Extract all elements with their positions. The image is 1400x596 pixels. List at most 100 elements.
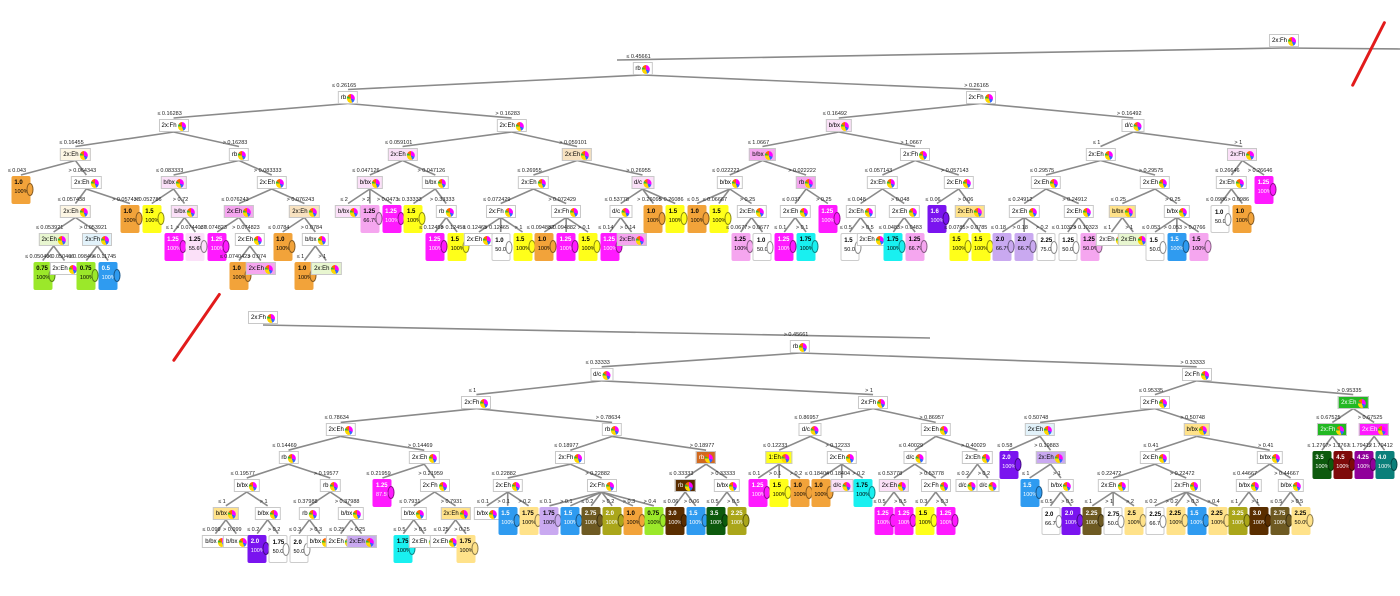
tree-node[interactable]: 2x:Fh bbox=[461, 395, 492, 409]
tree-node[interactable]: 2x:Fh bbox=[965, 90, 996, 104]
tree-node[interactable]: 2x:Eh bbox=[826, 451, 857, 465]
tree-node[interactable]: 2x:Fh bbox=[1181, 367, 1212, 381]
tree-node[interactable]: 2x:Eh bbox=[867, 176, 898, 189]
tree-node[interactable]: 2x:Eh bbox=[1085, 147, 1116, 161]
tree-node[interactable]: 2x:Fh bbox=[1227, 147, 1258, 161]
tree-node[interactable]: b/bx bbox=[473, 506, 500, 520]
tree-node[interactable]: 2x:Eh bbox=[223, 204, 255, 218]
tree-node[interactable]: rb bbox=[320, 479, 341, 492]
tree-node[interactable]: b/bx bbox=[749, 147, 776, 161]
tree-node[interactable]: 2x:Eh bbox=[429, 534, 461, 548]
tree-node[interactable]: d/c bbox=[976, 479, 1000, 492]
tree-node[interactable]: d/c bbox=[1121, 119, 1145, 132]
tree-node[interactable]: 2x:Eh bbox=[325, 423, 356, 437]
tree-node[interactable]: d/c bbox=[798, 423, 822, 437]
tree-node[interactable]: b/bx bbox=[334, 204, 362, 218]
tree-node[interactable]: 2x:Eh bbox=[440, 506, 471, 520]
tree-node[interactable]: 2x:Eh bbox=[71, 176, 102, 189]
tree-node[interactable]: b/bx bbox=[1256, 451, 1283, 465]
tree-node[interactable]: b/bx bbox=[212, 506, 240, 520]
tree-node[interactable]: 2x:Eh bbox=[1009, 204, 1040, 218]
tree-node[interactable]: rb bbox=[436, 204, 457, 218]
tree-node[interactable]: 2x:Fh bbox=[586, 479, 617, 492]
tree-node[interactable]: 2x:Eh bbox=[492, 479, 523, 492]
tree-node[interactable]: 2x:Eh bbox=[49, 261, 80, 275]
tree-node[interactable]: 2x:Fh bbox=[858, 395, 889, 409]
tree-node[interactable]: 2x:Fh bbox=[555, 451, 586, 465]
tree-node[interactable]: 2x:Eh bbox=[289, 204, 320, 218]
tree-node[interactable]: b/bx bbox=[1277, 479, 1304, 492]
tree-node[interactable]: rb bbox=[632, 62, 653, 75]
tree-node[interactable]: 2x:Eh bbox=[1139, 451, 1171, 465]
tree-node[interactable]: 2x:Fh bbox=[1139, 395, 1170, 409]
tree-node[interactable]: rb bbox=[695, 451, 717, 465]
tree-node[interactable]: rb bbox=[795, 176, 817, 189]
tree-node[interactable]: 2x:Eh bbox=[1118, 233, 1149, 246]
tree-node[interactable]: 2x:Eh bbox=[1338, 395, 1369, 409]
tree-node[interactable]: 2x:Eh bbox=[387, 147, 418, 161]
tree-node[interactable]: 2x:Eh bbox=[311, 261, 342, 275]
tree-root-node[interactable]: 2x:Fh bbox=[247, 311, 279, 324]
tree-node[interactable]: b/bx bbox=[356, 176, 384, 189]
tree-node[interactable]: d/c bbox=[609, 204, 633, 218]
tree-node[interactable]: b/bx bbox=[171, 204, 198, 218]
tree-node[interactable]: 2x:Eh bbox=[1024, 423, 1056, 437]
tree-node[interactable]: 2x:Eh bbox=[889, 204, 920, 218]
tree-node[interactable]: 2x:Eh bbox=[1097, 479, 1129, 492]
tree-node[interactable]: 2x:Fh bbox=[1317, 423, 1348, 437]
tree-node[interactable]: 2x:Eh bbox=[518, 176, 549, 189]
tree-node[interactable]: 1:Eh bbox=[765, 451, 793, 465]
tree-node[interactable]: 2x:Eh bbox=[943, 176, 974, 189]
tree-node[interactable]: 2x:Fh bbox=[419, 479, 450, 492]
tree-node[interactable]: 2x:Eh bbox=[616, 233, 647, 246]
tree-node[interactable]: 2x:Fh bbox=[551, 204, 582, 218]
tree-node[interactable]: 2x:Eh bbox=[1030, 176, 1062, 189]
